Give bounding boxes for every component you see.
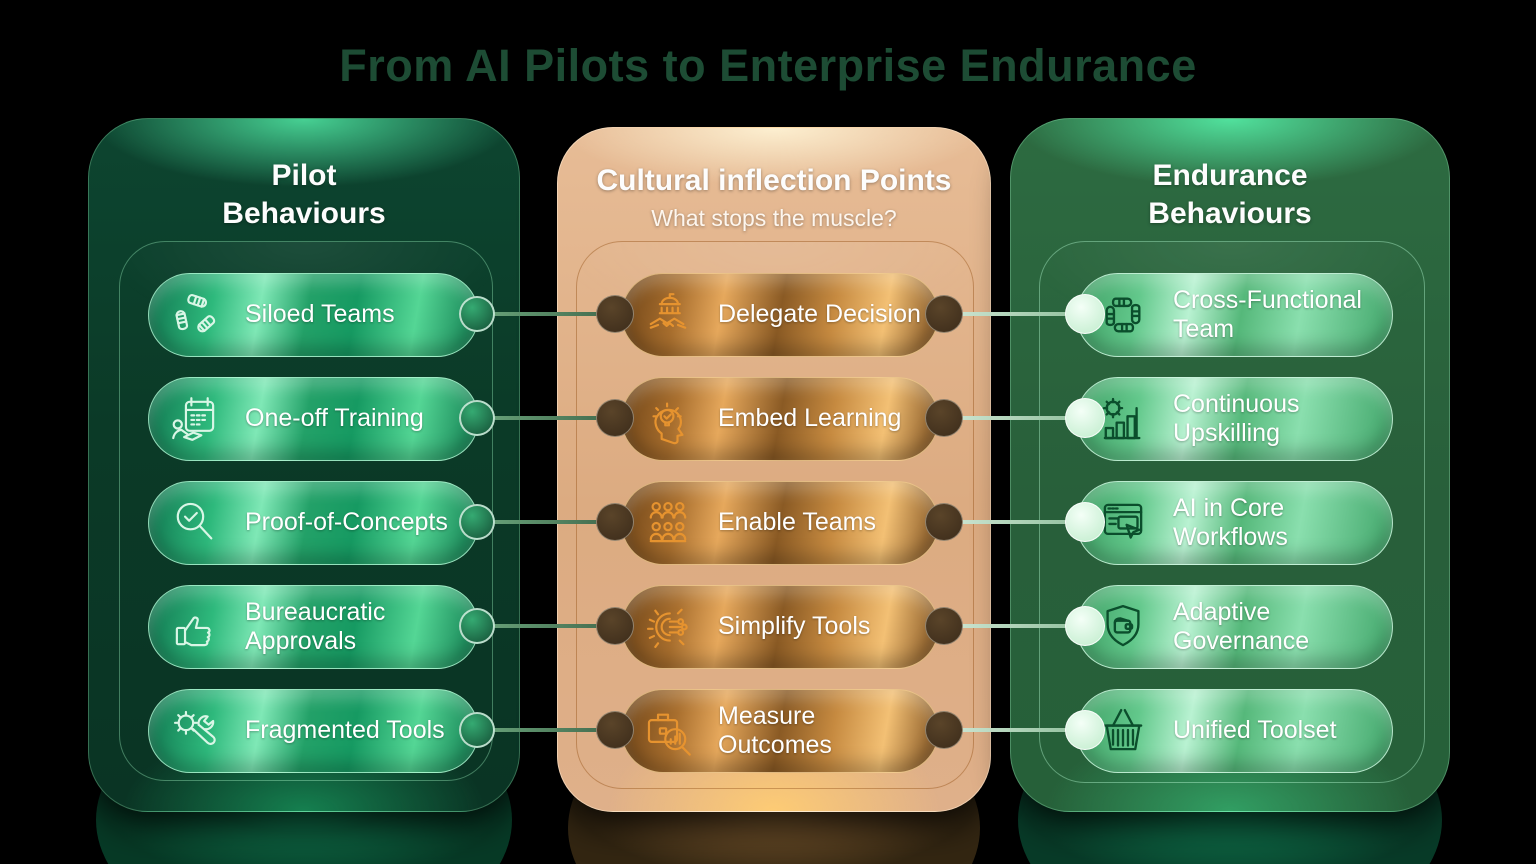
- pilot-title-line2: Behaviours: [222, 196, 386, 230]
- pill-ai-in-core-workflows: AI in Core Workflows: [1076, 481, 1393, 565]
- connector-node-mint: [1065, 710, 1105, 750]
- endurance-column: Endurance Behaviours Cross-Functional Te…: [1010, 118, 1450, 812]
- pill-label: Bureaucratic Approvals: [245, 597, 386, 656]
- inflection-column-title: Cultural inflection Points What stops th…: [558, 162, 990, 232]
- pill-label: Unified Toolset: [1173, 716, 1337, 745]
- pilot-column-title: Pilot Behaviours: [89, 157, 519, 232]
- connector-line-right: [948, 416, 1086, 420]
- connector-node-brown-right: [925, 503, 963, 541]
- pill-continuous-upskilling: Continuous Upskilling: [1076, 377, 1393, 461]
- pill-one-off-training: One-off Training: [148, 377, 479, 461]
- pill-label: Enable Teams: [718, 508, 876, 537]
- cross-functional-team-icon: [1093, 285, 1153, 345]
- inflection-column: Cultural inflection Points What stops th…: [557, 127, 991, 812]
- endurance-title-line1: Endurance: [1152, 159, 1308, 192]
- connector-node-brown-left: [596, 503, 634, 541]
- connector-line-right: [948, 312, 1086, 316]
- pill-label: AI in Core Workflows: [1173, 493, 1288, 552]
- connector-node-green: [459, 608, 495, 644]
- pill-fragmented-tools: Fragmented Tools: [148, 689, 479, 773]
- fragmented-tools-icon: [165, 701, 225, 761]
- pill-proof-of-concepts: Proof-of-Concepts: [148, 481, 479, 565]
- pill-label: Embed Learning: [718, 404, 902, 433]
- pill-label: Siloed Teams: [245, 300, 395, 329]
- pill-bureaucratic-approvals: Bureaucratic Approvals: [148, 585, 479, 669]
- connector-node-brown-right: [925, 711, 963, 749]
- pill-measure-outcomes: Measure Outcomes: [621, 689, 939, 773]
- connector-node-green: [459, 712, 495, 748]
- connector-node-green: [459, 504, 495, 540]
- pilot-column: Pilot Behaviours Siloed Teams: [88, 118, 520, 812]
- endurance-title-line2: Behaviours: [1148, 196, 1312, 230]
- measure-outcomes-icon: [638, 701, 698, 761]
- pill-label: Proof-of-Concepts: [245, 508, 448, 537]
- page-title: From AI Pilots to Enterprise Endurance: [339, 40, 1197, 91]
- connector-line-right: [948, 728, 1086, 732]
- pill-enable-teams: Enable Teams: [621, 481, 939, 565]
- connector-node-green: [459, 296, 495, 332]
- embed-learning-icon: [638, 389, 698, 449]
- pill-adaptive-governance: Adaptive Governance: [1076, 585, 1393, 669]
- connector-line-right: [948, 520, 1086, 524]
- pill-embed-learning: Embed Learning: [621, 377, 939, 461]
- enable-teams-icon: [638, 493, 698, 553]
- pill-label: One-off Training: [245, 404, 424, 433]
- siloed-teams-icon: [165, 285, 225, 345]
- connector-line-left: [488, 624, 616, 628]
- pill-cross-functional-team: Cross-Functional Team: [1076, 273, 1393, 357]
- connector-line-left: [488, 520, 616, 524]
- pill-label: Adaptive Governance: [1173, 597, 1310, 656]
- pill-label: Fragmented Tools: [245, 716, 445, 745]
- pill-label: Continuous Upskilling: [1173, 389, 1300, 448]
- connector-node-mint: [1065, 502, 1105, 542]
- endurance-column-title: Endurance Behaviours: [1011, 157, 1449, 232]
- bureaucratic-approvals-icon: [165, 597, 225, 657]
- connector-node-mint: [1065, 294, 1105, 334]
- pill-siloed-teams: Siloed Teams: [148, 273, 479, 357]
- pill-unified-toolset: Unified Toolset: [1076, 689, 1393, 773]
- connector-line-left: [488, 312, 616, 316]
- connector-node-brown-left: [596, 711, 634, 749]
- connector-node-brown-left: [596, 607, 634, 645]
- connector-node-brown-left: [596, 399, 634, 437]
- unified-toolset-icon: [1093, 701, 1153, 761]
- one-off-training-icon: [165, 389, 225, 449]
- connector-node-mint: [1065, 606, 1105, 646]
- pill-label: Measure Outcomes: [718, 701, 832, 760]
- proof-of-concepts-icon: [165, 493, 225, 553]
- pilot-title-line1: Pilot: [271, 159, 337, 192]
- connector-node-green: [459, 400, 495, 436]
- pill-delegate-decision: Delegate Decision: [621, 273, 939, 357]
- inflection-title: Cultural inflection Points: [596, 164, 952, 197]
- inflection-subtitle: What stops the muscle?: [651, 204, 897, 231]
- connector-node-brown-right: [925, 399, 963, 437]
- adaptive-governance-icon: [1093, 597, 1153, 657]
- pill-label: Delegate Decision: [718, 300, 921, 329]
- simplify-tools-icon: [638, 597, 698, 657]
- continuous-upskilling-icon: [1093, 389, 1153, 449]
- pill-simplify-tools: Simplify Tools: [621, 585, 939, 669]
- delegate-decision-icon: [638, 285, 698, 345]
- connector-line-left: [488, 416, 616, 420]
- pill-label: Simplify Tools: [718, 612, 871, 641]
- connector-line-right: [948, 624, 1086, 628]
- connector-line-left: [488, 728, 616, 732]
- connector-node-brown-left: [596, 295, 634, 333]
- connector-node-mint: [1065, 398, 1105, 438]
- connector-node-brown-right: [925, 607, 963, 645]
- pill-label: Cross-Functional Team: [1173, 285, 1362, 344]
- connector-node-brown-right: [925, 295, 963, 333]
